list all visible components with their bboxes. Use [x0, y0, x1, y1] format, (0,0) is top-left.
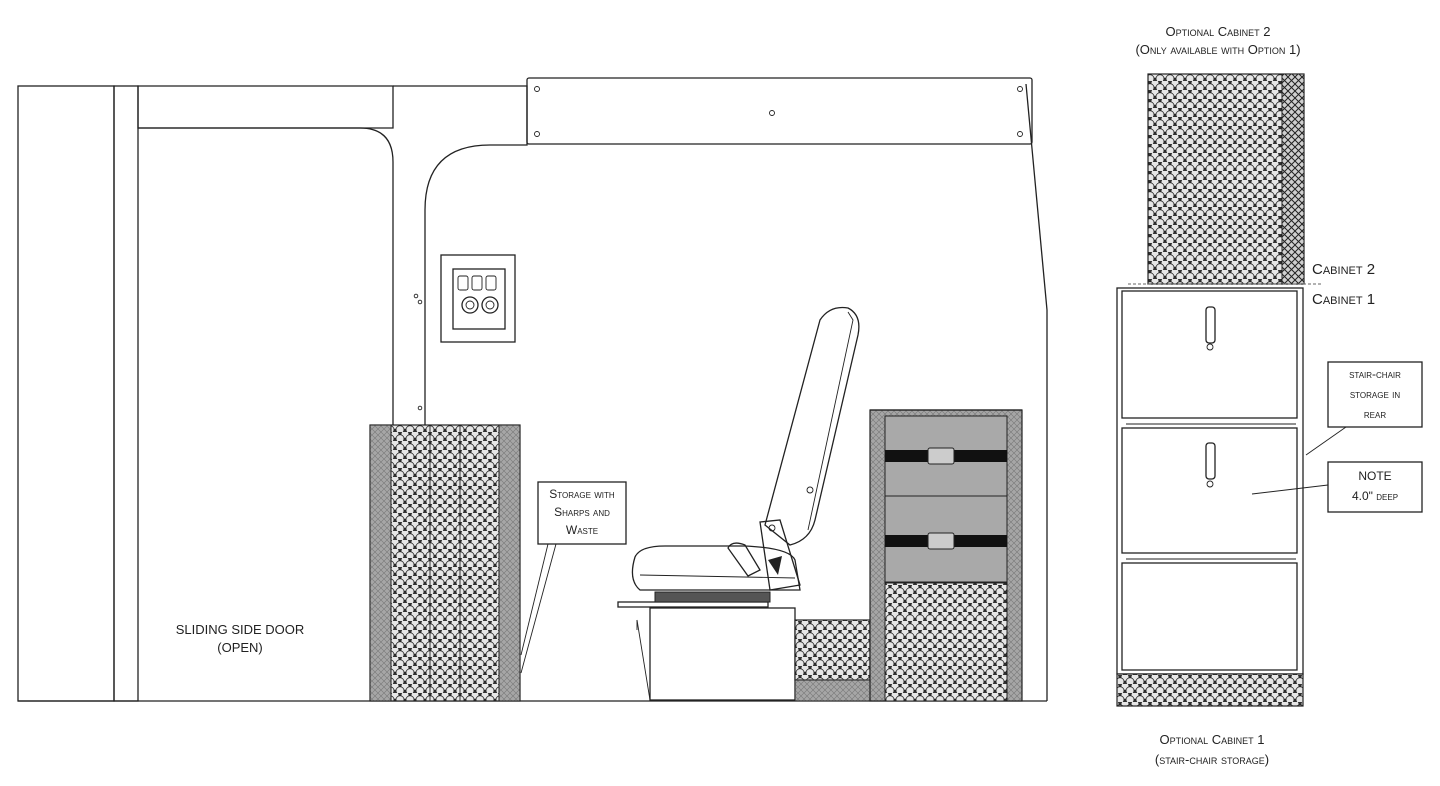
- switch-icon: [457, 275, 469, 291]
- outlet-icon: [461, 296, 479, 314]
- seat-rail: [617, 601, 769, 608]
- switch-panel-outer: [440, 254, 516, 343]
- optional-cabinet-2: [1147, 73, 1305, 285]
- sharps-line2: Sharps and: [554, 505, 610, 519]
- outlet-icon: [481, 296, 499, 314]
- upper-cabinet: [526, 77, 1033, 145]
- optional-cabinet-1-base: [1116, 673, 1304, 707]
- sharps-storage-column: [369, 424, 521, 702]
- stair-chair-line3: rear: [1364, 407, 1386, 421]
- optional-cabinet-2-label: Optional Cabinet 2: [1166, 24, 1271, 39]
- callout-stair-chair: stair-chair storage in rear: [1305, 361, 1423, 456]
- drawer-middle: [1121, 427, 1298, 554]
- switch-icon: [471, 275, 483, 291]
- note-line1: NOTE: [1358, 469, 1391, 483]
- switch-panel-inner: [452, 268, 506, 330]
- seat-base-box: [649, 607, 796, 701]
- door-opening-curve: [138, 127, 394, 701]
- switch-icon: [485, 275, 497, 291]
- handle-icon: [1205, 306, 1216, 344]
- sliding-door-open: (OPEN): [217, 640, 263, 655]
- stair-chair-line2: storage in: [1350, 387, 1401, 401]
- handle-icon: [1205, 442, 1216, 480]
- optional-cabinet-1-label: Optional Cabinet 1: [1160, 732, 1265, 747]
- optional-cabinet-1-note: (stair-chair storage): [1155, 752, 1269, 767]
- stair-chair-line1: stair-chair: [1349, 367, 1401, 381]
- callout-sharps: Storage with Sharps and Waste: [520, 481, 627, 674]
- attendant-seat: [617, 306, 860, 701]
- drawer-top: [1121, 290, 1298, 419]
- cabinet-1-label: Cabinet 1: [1312, 291, 1375, 308]
- cabinet-1: [1116, 287, 1304, 707]
- door-header: [137, 85, 394, 129]
- note-line2: 4.0" deep: [1352, 489, 1398, 503]
- cabinet-2-label: Cabinet 2: [1312, 261, 1375, 278]
- door-frame-strip: [113, 85, 139, 702]
- seat-back: [764, 306, 860, 546]
- sharps-line3: Waste: [566, 523, 598, 537]
- optional-cabinet-2-note: (Only available with Option 1): [1135, 42, 1300, 57]
- wall-pillar: [393, 85, 528, 701]
- seat-cushion: [631, 545, 801, 591]
- drawer-bottom: [1121, 562, 1298, 671]
- bench-storage: [794, 619, 871, 702]
- callout-note: NOTE 4.0" deep: [1251, 461, 1423, 513]
- switch-panel: [440, 254, 516, 343]
- sharps-line1: Storage with: [549, 487, 615, 501]
- strap-cabinet: [869, 409, 1023, 702]
- sliding-door-label: SLIDING SIDE DOOR: [176, 622, 305, 637]
- right-wall: [1025, 83, 1048, 701]
- door-frame-left: [17, 85, 115, 702]
